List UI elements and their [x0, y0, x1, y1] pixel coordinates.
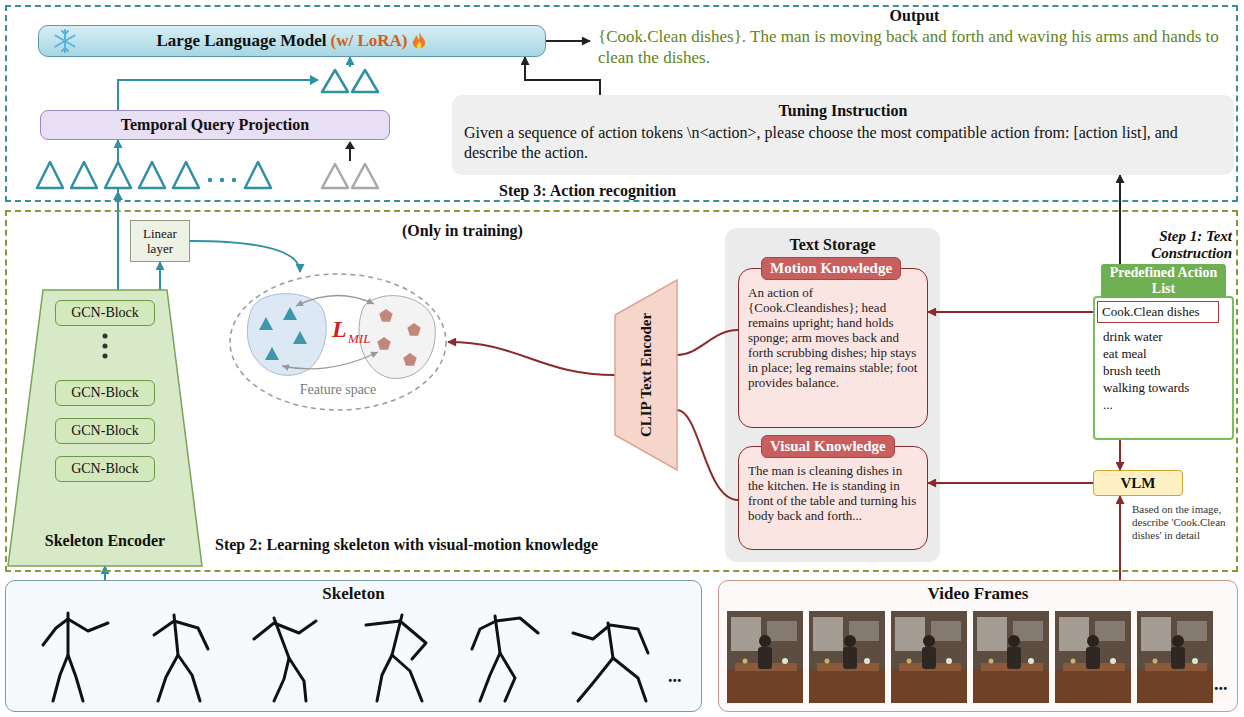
- stage-panel: (Only in training) Step 2: Learning skele…: [5, 210, 1238, 572]
- token-ground: [318, 67, 382, 95]
- arrow-head: [113, 191, 123, 200]
- region-caption: Feature space: [268, 382, 408, 398]
- box-title: Large Language Model: [157, 31, 327, 51]
- output-block: Output{Cook.Clean dishes}. The man is mo…: [590, 6, 1235, 70]
- loss-subscript: MIL: [348, 332, 370, 346]
- step-label: Step 1: Text Construction: [1132, 228, 1232, 262]
- connector-arrow: [1119, 440, 1121, 470]
- connector-arrow: [159, 262, 161, 290]
- gcn-block: GCN-Block: [55, 456, 155, 482]
- box-title: Skeleton Encoder: [8, 532, 202, 550]
- linear-layer-box: Linear layer: [130, 220, 190, 262]
- ellipsis: ...: [668, 666, 682, 687]
- loss-symbol: L: [332, 316, 347, 342]
- text-encoder-trapezoid: CLIP Text Encoder: [615, 280, 677, 470]
- action-tokens: [37, 162, 271, 188]
- encoder-trapezoid: Skeleton EncoderGCN-BlockGCN-BlockGCN-Bl…: [8, 290, 202, 566]
- block-label: GCN-Block: [71, 385, 139, 401]
- list-item: brush teeth: [1103, 362, 1228, 379]
- instruction-text: Given a sequence of action tokens \n<act…: [464, 123, 1222, 163]
- block-heading: Output: [598, 6, 1231, 26]
- box-title: Temporal Query Projection: [121, 116, 309, 134]
- connector-arrow: [1119, 175, 1121, 264]
- note-label: (Only in training): [402, 222, 523, 240]
- gcn-block: GCN-Block: [55, 380, 155, 406]
- process-box: Temporal Query Projection: [40, 110, 390, 140]
- block-label: GCN-Block: [71, 461, 139, 477]
- box-heading: Tuning Instruction: [464, 101, 1222, 121]
- connector-arrow: [677, 330, 738, 355]
- ellipsis: ...: [1214, 674, 1228, 695]
- list-item: Cook.Clean dishes: [1102, 304, 1200, 320]
- list-item: eat meal: [1103, 345, 1228, 362]
- arrow-head: [310, 75, 319, 85]
- list-heading: Predefined Action List: [1101, 264, 1226, 298]
- arrow-line: [349, 148, 351, 161]
- shape-path: [8, 290, 202, 566]
- connector-arrow: [525, 57, 600, 95]
- knowledge-text: The man is cleaning dishes in the kitche…: [748, 463, 920, 523]
- text-storage-fill: [725, 228, 940, 562]
- input-panel: Skeleton: [5, 580, 702, 712]
- shape-path: [615, 280, 677, 470]
- block-label: GCN-Block: [71, 423, 139, 439]
- prompt-text: Based on the image, describe 'Cook.Clean…: [1132, 503, 1236, 542]
- knowledge-bubble: Motion KnowledgeAn action of {Cook.Clean…: [738, 268, 928, 428]
- bubble-tag: Visual Knowledge: [761, 435, 895, 458]
- bubble-tag: Motion Knowledge: [761, 257, 901, 280]
- instruction-box: Tuning InstructionGiven a sequence of ac…: [452, 95, 1234, 175]
- connector-arrow: [118, 57, 350, 110]
- storage-box: Text StorageMotion KnowledgeAn action of…: [725, 228, 940, 562]
- action-list: Predefined Action List drink watereat mea…: [1093, 264, 1234, 440]
- output-text: {Cook.Clean dishes}. The man is moving b…: [598, 26, 1231, 68]
- model-box: VLM: [1093, 470, 1183, 496]
- box-title: CLIP Text Encoder: [636, 295, 656, 455]
- projected-tokens: [322, 70, 378, 92]
- token-dots: [208, 178, 236, 182]
- stage-panel: Step 3: Action recognition Large Language…: [5, 5, 1238, 202]
- connector-arrow: [448, 342, 615, 375]
- list-item: drink water: [1103, 328, 1228, 345]
- feature-space-ellipse: LMIL Feature space: [228, 272, 448, 412]
- knowledge-text: An action of {Cook.Cleandishes}; head re…: [748, 285, 920, 390]
- knowledge-bubble: Visual KnowledgeThe man is cleaning dish…: [738, 446, 928, 550]
- box-title: VLM: [1121, 475, 1156, 492]
- query-tokens: [322, 164, 378, 188]
- input-panel: Video Frames: [718, 580, 1238, 712]
- snowflake-icon: [53, 29, 77, 53]
- step-label: Step 3: Action recognition: [499, 181, 676, 200]
- selected-item: Cook.Clean dishes: [1097, 301, 1219, 323]
- box-heading: Text Storage: [725, 236, 940, 254]
- connector-arrow: [190, 241, 300, 272]
- panel-heading: Video Frames: [719, 581, 1237, 604]
- panel-heading: Skeleton: [6, 581, 701, 604]
- box-label: Linear layer: [131, 226, 189, 256]
- connector-arrow: [928, 482, 1093, 484]
- gcn-block: GCN-Block: [55, 418, 155, 444]
- arrow-head: [345, 141, 355, 149]
- connector-arrow: [928, 311, 1097, 313]
- lora-note: (w/ LoRA): [331, 31, 408, 51]
- block-label: GCN-Block: [71, 305, 139, 321]
- gcn-block: GCN-Block: [55, 300, 155, 326]
- connector-arrow: [1119, 496, 1121, 580]
- connector-arrow: [546, 40, 590, 42]
- list-item: walking towards: [1103, 379, 1228, 396]
- connector-arrow: [677, 410, 738, 500]
- flame-icon: [411, 31, 427, 51]
- list-item: ...: [1103, 396, 1228, 413]
- step-label: Step 2: Learning skeleton with visual-mo…: [215, 536, 598, 554]
- connector-arrow: [104, 566, 106, 580]
- llm-box: Large Language Model(w/ LoRA): [38, 25, 546, 57]
- shape-path: [230, 274, 446, 410]
